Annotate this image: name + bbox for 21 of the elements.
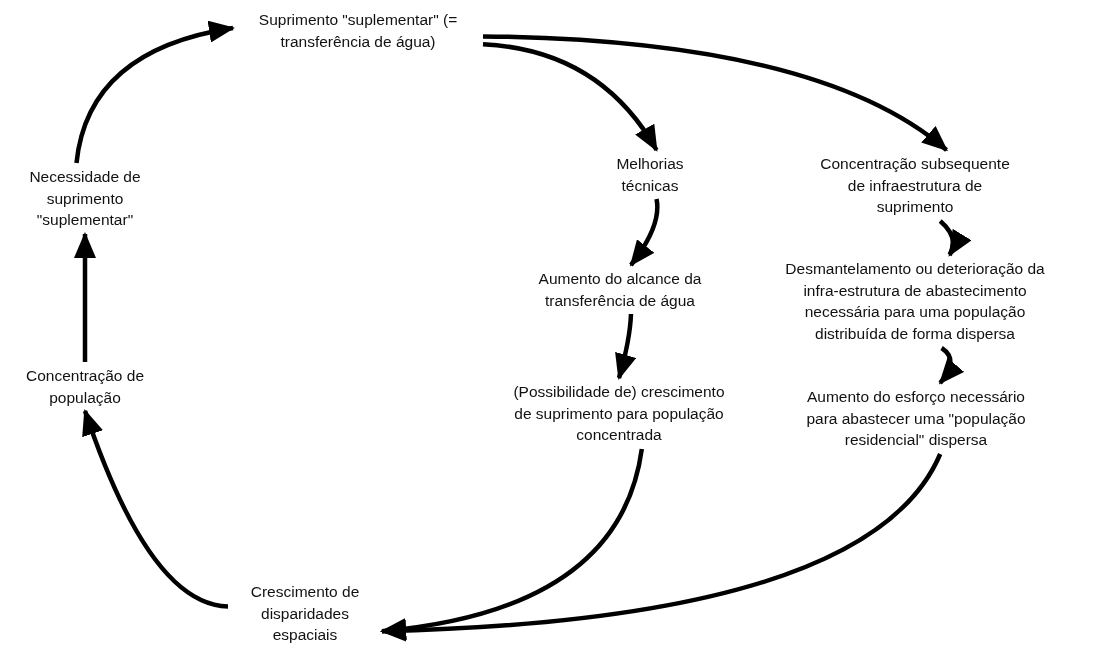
node-label: Crescimento de disparidades espaciais bbox=[249, 582, 361, 646]
node-label: Necessidade de suprimento "suplementar" bbox=[28, 167, 142, 231]
node-label: (Possibilidade de) crescimento de suprimento para população concentrada bbox=[512, 382, 726, 446]
curved-arrow bbox=[74, 232, 96, 362]
node-label: Suprimento "suplementar" (= transferência de água) bbox=[257, 10, 459, 52]
curved-arrow bbox=[938, 219, 971, 257]
curved-arrow bbox=[938, 346, 964, 385]
node-label: Aumento do alcance da transferência de água bbox=[537, 269, 703, 311]
curved-arrow bbox=[482, 41, 659, 152]
curved-arrow bbox=[482, 34, 949, 152]
curved-arrow bbox=[380, 448, 644, 640]
node-label: Melhorias técnicas bbox=[615, 154, 685, 196]
curved-arrow bbox=[629, 198, 660, 267]
curved-arrow bbox=[614, 313, 637, 380]
curved-arrow bbox=[380, 452, 943, 642]
node-label: Aumento do esforço necessário para abastecer uma "população residencial" dispersa bbox=[805, 387, 1027, 451]
node-label: Concentração de população bbox=[24, 366, 146, 408]
node-label: Concentração subsequente de infraestrutura de suprimento bbox=[819, 154, 1011, 218]
curved-arrow bbox=[74, 21, 235, 164]
curved-arrow bbox=[82, 409, 229, 609]
node-label: Desmantelamento ou deterioração da infra-estrutura de abastecimento necessária para uma população distribuída de forma dispersa bbox=[784, 259, 1046, 345]
